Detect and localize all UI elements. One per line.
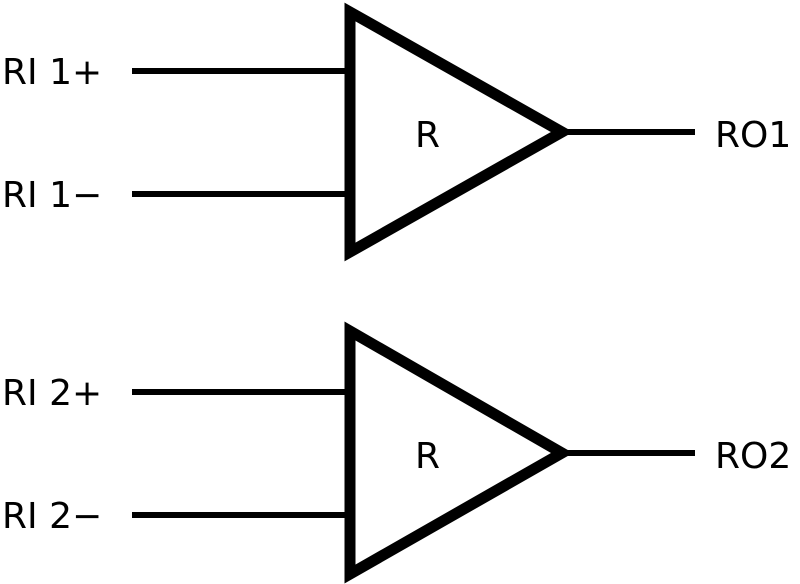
receiver-1-output-label: RO1 [715, 115, 791, 156]
receiver-1-input-positive-label: RI 1+ [2, 52, 102, 93]
receiver-2-block-label: R [415, 436, 440, 477]
receiver-2-output-label: RO2 [715, 436, 791, 477]
receiver-1: RI 1+ RI 1− R RO1 [2, 2, 791, 262]
receiver-2-input-negative-label: RI 2− [2, 496, 102, 537]
receiver-1-block-label: R [415, 115, 440, 156]
receiver-2-input-positive-label: RI 2+ [2, 373, 102, 414]
receiver-1-input-negative-label: RI 1− [2, 175, 102, 216]
receiver-2-buffer-triangle [344, 321, 574, 584]
receiver-1-buffer-triangle [344, 2, 574, 262]
receiver-2: RI 2+ RI 2− R RO2 [2, 321, 791, 584]
